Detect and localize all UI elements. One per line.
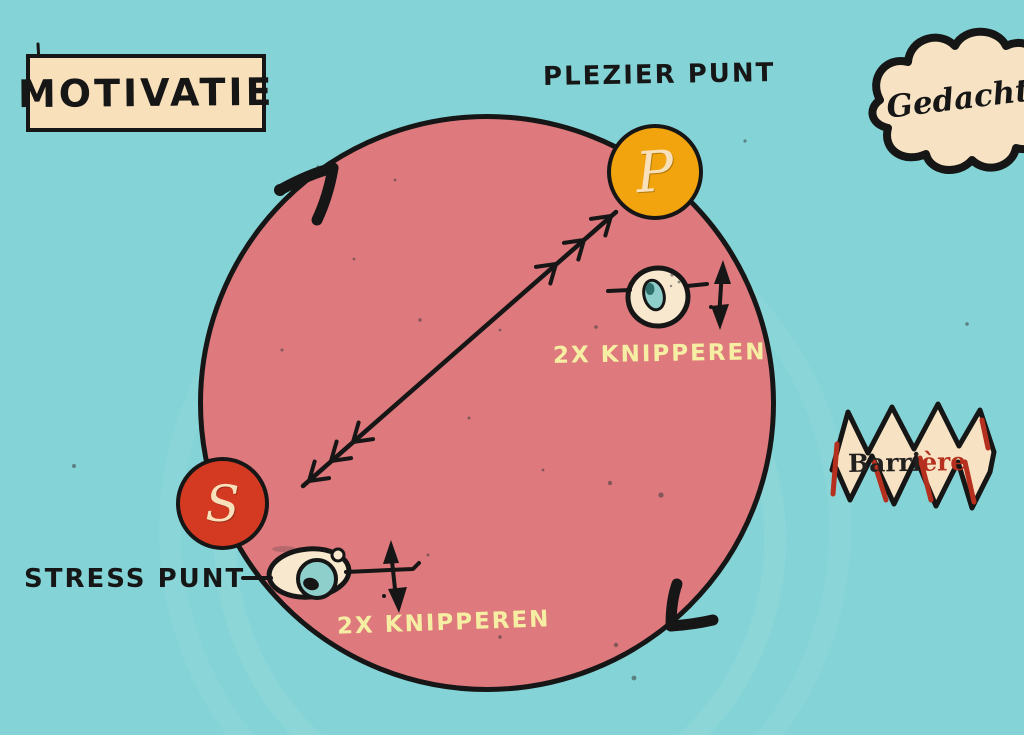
- plezier-point-label: PLEZIER PUNT: [542, 57, 776, 93]
- stress-point: S: [176, 457, 269, 550]
- barrier-label-start: Barri: [847, 447, 922, 479]
- page-title: MOTIVATIE: [17, 69, 275, 117]
- barrier-label: Barrière: [848, 447, 967, 478]
- barrier-label-end: ère: [920, 446, 967, 477]
- blink-label-top: 2X KNIPPEREN: [552, 339, 767, 369]
- stress-point-letter: S: [205, 474, 240, 533]
- plezier-point: P: [607, 124, 703, 220]
- title-box: MOTIVATIE: [18, 54, 274, 132]
- stress-point-label: STRESS PUNT: [24, 564, 246, 594]
- plezier-point-letter: P: [633, 138, 677, 206]
- thought-cloud-label: Gedachte: [884, 70, 1024, 126]
